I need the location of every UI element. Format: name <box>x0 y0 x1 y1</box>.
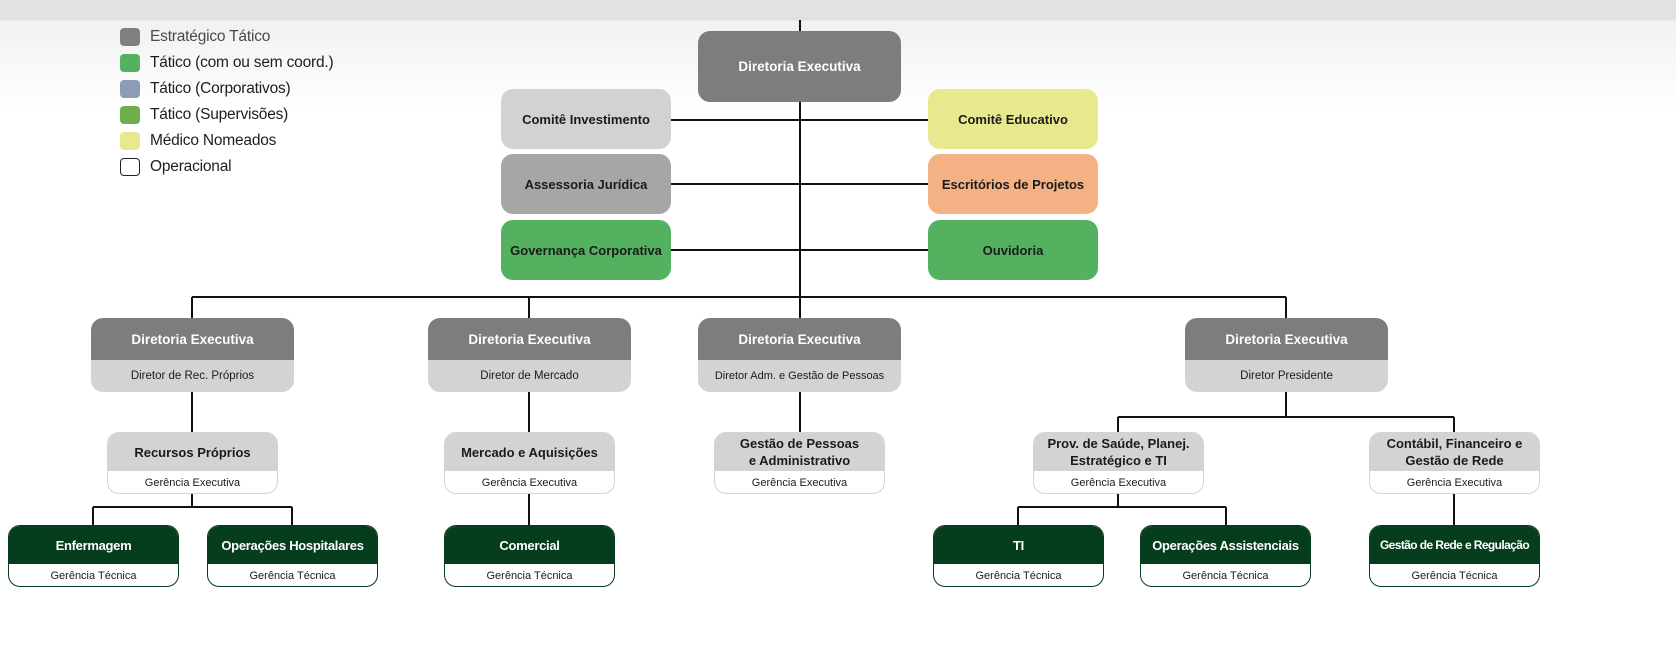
gerencia-executiva-subtitle: Gerência Executiva <box>1070 477 1167 489</box>
gerencia-tecnica-title: Operações Hospitalares <box>208 526 377 564</box>
director-box: Diretoria Executiva Diretor de Rec. Próp… <box>91 318 294 392</box>
legend-swatch <box>120 54 140 72</box>
legend-label: Médico Nomeados <box>150 132 277 149</box>
legend-item: Médico Nomeados <box>120 128 333 154</box>
gerencia-tecnica-title: Enfermagem <box>9 526 178 564</box>
legend-swatch <box>120 132 140 150</box>
ouvidoria-box: Ouvidoria <box>928 220 1098 280</box>
director-box: Diretoria Executiva Diretor de Mercado <box>428 318 631 392</box>
gerencia-tecnica-subtitle: Gerência Técnica <box>249 569 336 582</box>
legend-item: Tático (com ou sem coord.) <box>120 50 334 76</box>
gerencia-executiva-title: Mercado e Aquisições <box>445 433 614 471</box>
gerencia-executiva-box: Recursos Próprios Gerência Executiva <box>107 432 278 494</box>
director-subtitle: Diretor Presidente <box>1185 360 1388 392</box>
assessoria-juridica-box: Assessoria Jurídica <box>501 154 671 214</box>
gerencia-tecnica-subtitle: Gerência Técnica <box>486 569 573 582</box>
gerencia-executiva-title: Contábil, Financeiro e Gestão de Rede <box>1370 433 1539 471</box>
gerencia-tecnica-box: Gestão de Rede e Regulação Gerência Técn… <box>1369 525 1540 587</box>
gerencia-tecnica-title: Operações Assistenciais <box>1141 526 1310 564</box>
gerencia-tecnica-box: Comercial Gerência Técnica <box>444 525 615 587</box>
legend-label: Tático (Supervisões) <box>150 106 289 123</box>
gerencia-tecnica-title: Gestão de Rede e Regulação <box>1370 526 1539 564</box>
gerencia-executiva-box: Contábil, Financeiro e Gestão de Rede Ge… <box>1369 432 1540 494</box>
gerencia-tecnica-box: TI Gerência Técnica <box>933 525 1104 587</box>
gerencia-executiva-box: Prov. de Saúde, Planej. Estratégico e TI… <box>1033 432 1204 494</box>
gerencia-tecnica-subtitle: Gerência Técnica <box>1182 569 1269 582</box>
legend: Estratégico Tático Tático (com ou sem co… <box>120 24 334 180</box>
legend-label: Operacional <box>150 158 232 175</box>
governanca-corporativa-box: Governança Corporativa <box>501 220 671 280</box>
gerencia-executiva-title: Prov. de Saúde, Planej. Estratégico e TI <box>1034 433 1203 471</box>
gerencia-executiva-box: Mercado e Aquisições Gerência Executiva <box>444 432 615 494</box>
gerencia-tecnica-subtitle: Gerência Técnica <box>975 569 1062 582</box>
legend-swatch <box>120 80 140 98</box>
director-title: Diretoria Executiva <box>91 318 294 360</box>
legend-swatch <box>120 106 140 124</box>
legend-item: Operacional <box>120 154 333 180</box>
director-subtitle: Diretor Adm. e Gestão de Pessoas <box>698 360 901 392</box>
director-subtitle: Diretor de Mercado <box>428 360 631 392</box>
director-title: Diretoria Executiva <box>698 318 901 360</box>
legend-item: Tático (Supervisões) <box>120 102 333 128</box>
gerencia-tecnica-subtitle: Gerência Técnica <box>1411 569 1498 582</box>
gerencia-executiva-subtitle: Gerência Executiva <box>481 477 578 489</box>
legend-swatch <box>120 28 140 46</box>
legend-swatch <box>120 158 140 176</box>
director-subtitle: Diretor de Rec. Próprios <box>91 360 294 392</box>
director-box: Diretoria Executiva Diretor Adm. e Gestã… <box>698 318 901 392</box>
director-box: Diretoria Executiva Diretor Presidente <box>1185 318 1388 392</box>
legend-label: Tático (Corporativos) <box>150 80 291 97</box>
legend-label: Tático (com ou sem coord.) <box>150 54 334 71</box>
gerencia-tecnica-title: Comercial <box>445 526 614 564</box>
top-diretoria-executiva: Diretoria Executiva <box>698 31 901 102</box>
director-title: Diretoria Executiva <box>1185 318 1388 360</box>
gerencia-tecnica-box: Operações Assistenciais Gerência Técnica <box>1140 525 1311 587</box>
gerencia-tecnica-subtitle: Gerência Técnica <box>50 569 137 582</box>
gerencia-executiva-title: Recursos Próprios <box>108 433 277 471</box>
gerencia-executiva-subtitle: Gerência Executiva <box>1406 477 1503 489</box>
gerencia-tecnica-title: TI <box>934 526 1103 564</box>
escritorios-projetos-box: Escritórios de Projetos <box>928 154 1098 214</box>
comite-investimento-box: Comitê Investimento <box>501 89 671 149</box>
gerencia-executiva-title: Gestão de Pessoas e Administrativo <box>715 433 884 471</box>
director-title: Diretoria Executiva <box>428 318 631 360</box>
legend-label: Estratégico Tático <box>150 28 271 45</box>
gerencia-executiva-subtitle: Gerência Executiva <box>751 477 848 489</box>
legend-item: Tático (Corporativos) <box>120 76 333 102</box>
legend-item: Estratégico Tático <box>120 24 333 50</box>
gerencia-tecnica-box: Enfermagem Gerência Técnica <box>8 525 179 587</box>
comite-educativo-box: Comitê Educativo <box>928 89 1098 149</box>
gerencia-executiva-subtitle: Gerência Executiva <box>144 477 241 489</box>
gerencia-executiva-box: Gestão de Pessoas e Administrativo Gerên… <box>714 432 885 494</box>
gerencia-tecnica-box: Operações Hospitalares Gerência Técnica <box>207 525 378 587</box>
